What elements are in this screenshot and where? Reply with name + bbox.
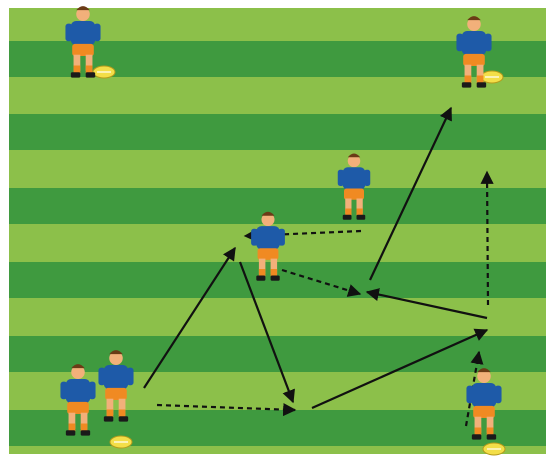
run-arrow — [238, 261, 295, 404]
run-arrow — [143, 246, 236, 389]
run-arrow — [365, 288, 488, 320]
run-arrow — [369, 106, 452, 281]
pitch-stripe-dark — [9, 336, 546, 372]
pitch-stripe-dark — [9, 114, 546, 150]
pitch-stripe-dark — [9, 410, 546, 446]
pass-arrow — [480, 170, 494, 306]
rugby-ball-icon — [109, 435, 133, 449]
rugby-ball-icon — [482, 442, 506, 456]
pitch-stripe-dark — [9, 188, 546, 224]
pass-arrow — [281, 268, 362, 297]
rugby-ball-icon — [480, 70, 504, 84]
pass-arrow — [243, 228, 362, 243]
rugby-ball-icon — [92, 65, 116, 79]
run-arrow — [311, 328, 489, 410]
